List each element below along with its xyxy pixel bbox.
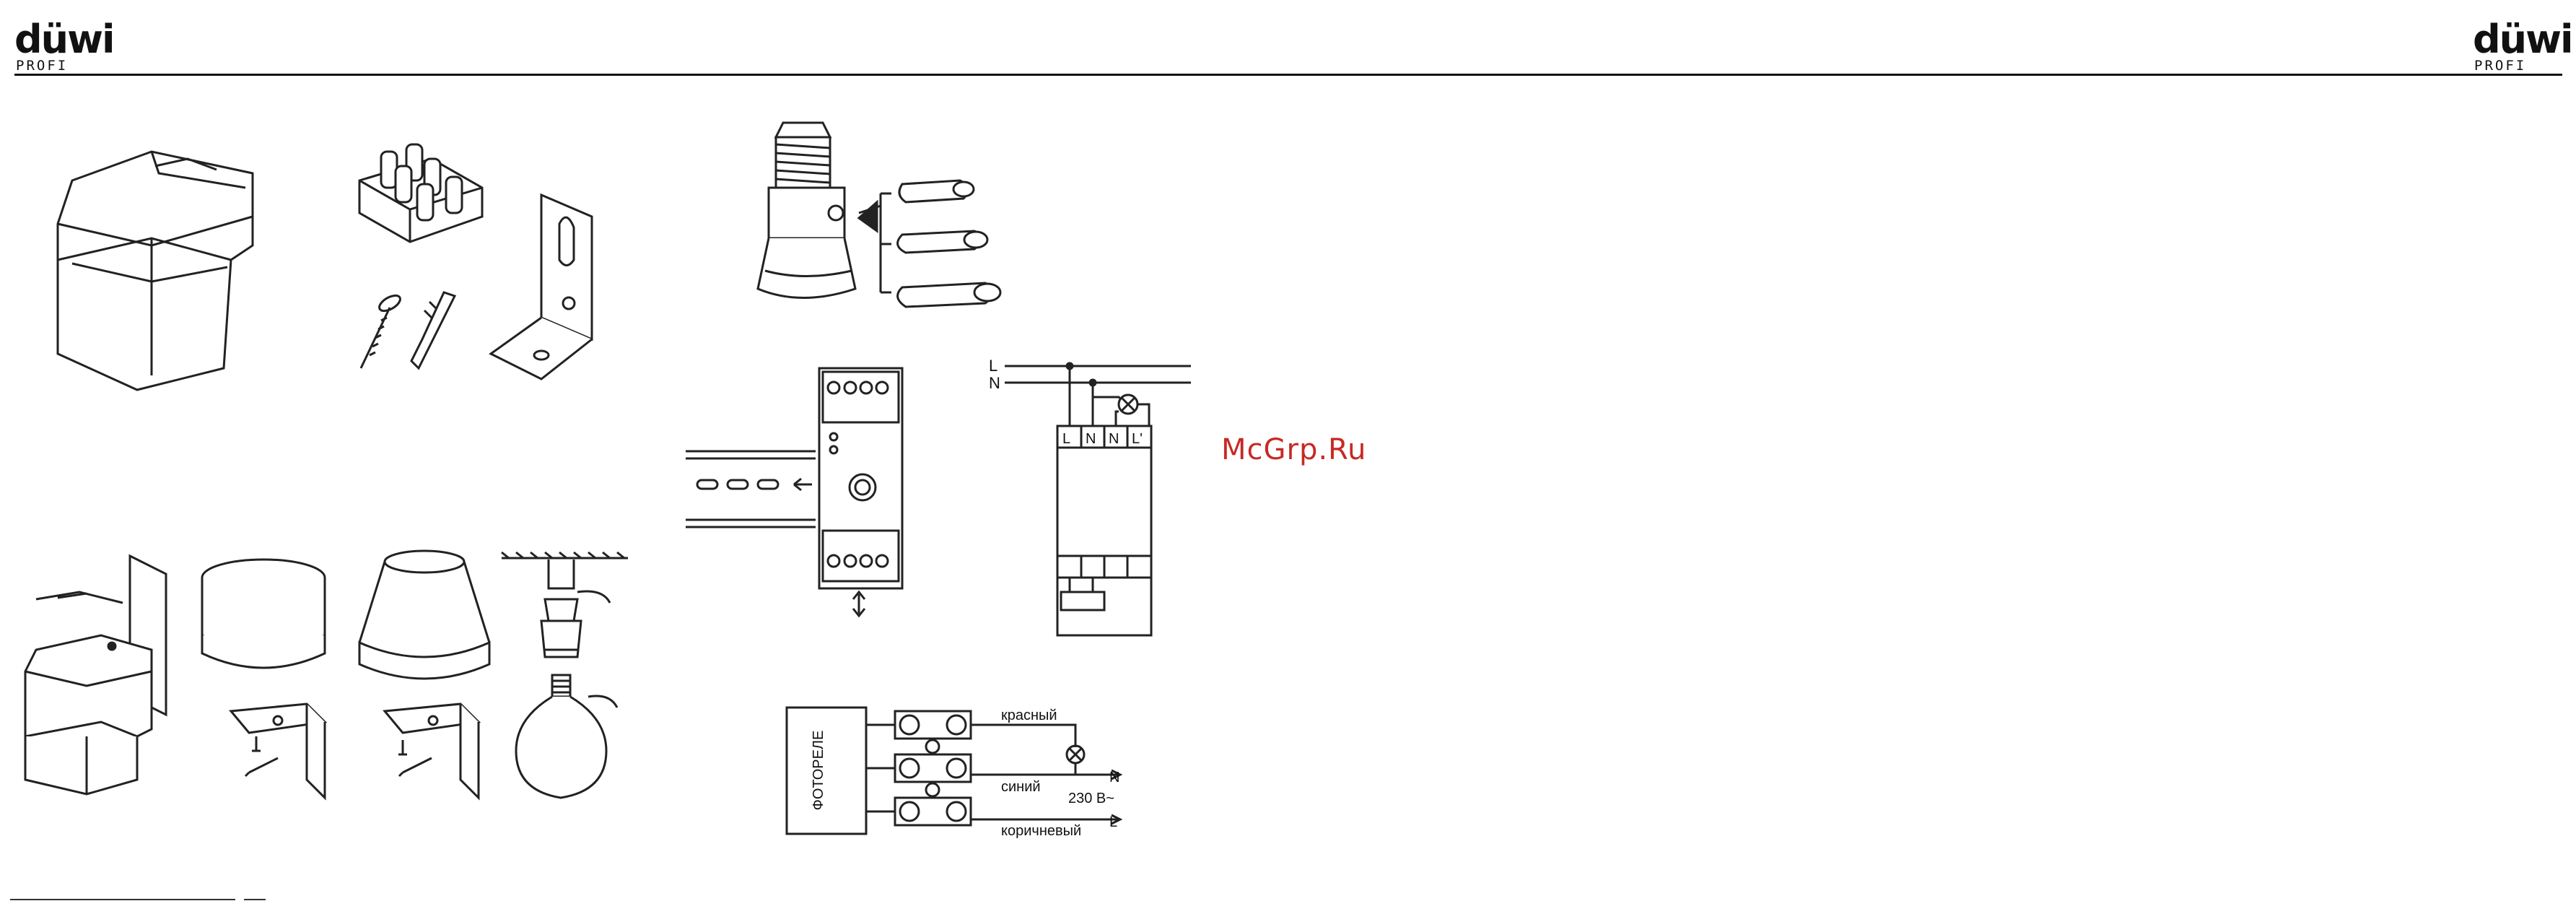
brand-sub-right: PROFI [2474, 58, 2526, 74]
ceiling-bulb-illustration [502, 552, 632, 801]
brand-logo-right: düwi [2473, 20, 2572, 59]
photo-relay-box-label: ФОТОРЕЛЕ [811, 731, 826, 811]
terminal-L-out-label: L' [1132, 431, 1143, 447]
footer-rule-short [244, 899, 266, 900]
screw-dowel-illustration [354, 289, 469, 375]
conical-sensor-bracket-illustration [352, 549, 504, 798]
terminal-L-label: L [1062, 431, 1070, 447]
mounting-bracket-illustration [484, 188, 606, 383]
round-sensor-bracket-illustration [191, 556, 350, 801]
voltage-label: 230 В~ [1068, 791, 1114, 806]
brand-sub-left: PROFI [16, 58, 68, 74]
din-module-illustration [686, 365, 917, 624]
wiring-diagram: ФОТОРЕЛЕ красный синий коричневый 230 В~… [780, 704, 1184, 841]
line-L-label: L [989, 357, 997, 375]
line-L-label-wiring: L [1109, 814, 1117, 830]
wire-brown-label: коричневый [1001, 823, 1081, 839]
photo-relay-illustration [43, 137, 267, 397]
brand-logo-left: düwi [14, 20, 114, 59]
wire-red-label: красный [1001, 708, 1057, 723]
line-N-label: N [989, 374, 1000, 392]
wire-blue-label: синий [1001, 779, 1041, 795]
watermark: McGrp.Ru [1221, 433, 1366, 466]
line-N-label-wiring: N [1109, 770, 1119, 785]
footer-rule [10, 899, 235, 900]
wall-mount-illustration [14, 549, 173, 794]
header-rule [14, 74, 2562, 76]
terminal-N2-label: N [1109, 431, 1119, 447]
terminal-block-illustration [352, 137, 489, 245]
din-connection-schematic: L N L N N L' [989, 347, 1205, 621]
terminal-N1-label: N [1086, 431, 1096, 447]
sensor-caps-illustration [852, 173, 1025, 318]
